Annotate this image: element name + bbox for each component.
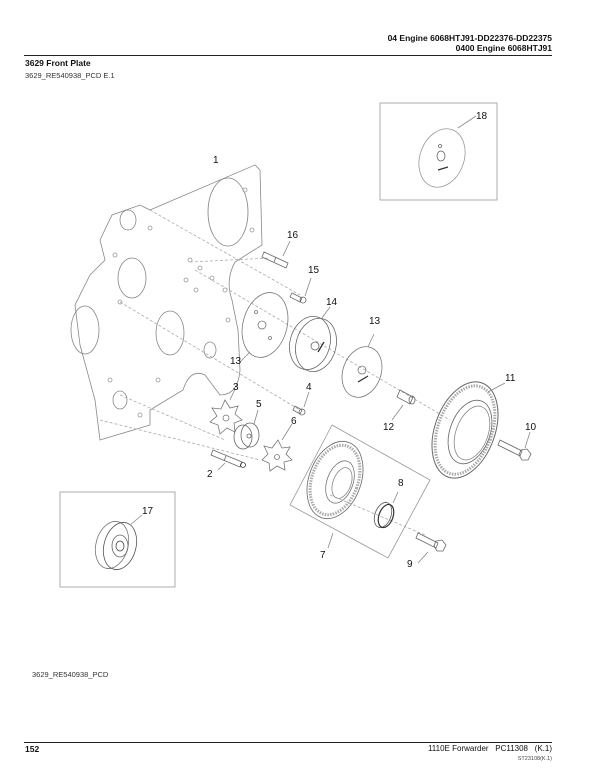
- callout-4: 4: [306, 382, 312, 393]
- bolt-part-9: [415, 532, 447, 564]
- callout-10: 10: [525, 422, 537, 433]
- bolt-part-10: [497, 431, 532, 461]
- plate-part-13a: [239, 292, 289, 363]
- callout-17: 17: [142, 506, 154, 517]
- bolt-part-15: [289, 277, 312, 304]
- section-subtitle: 3629_RE540938_PCD E.1: [25, 71, 115, 80]
- header-divider: [24, 55, 552, 56]
- inset-part-18: [379, 102, 498, 201]
- front-plate-part-1: [70, 164, 263, 441]
- callout-9: 9: [407, 559, 413, 570]
- publication-code: ST23108(K.1): [517, 756, 552, 762]
- gear-assembly-part-7: [289, 424, 431, 559]
- callout-18: 18: [476, 111, 488, 122]
- callout-12: 12: [383, 422, 395, 433]
- callout-11: 11: [505, 373, 516, 384]
- callout-labels: 1 2 3 4 5 6 7 8 9 10 11 12 13 13 14 15 1…: [142, 111, 537, 570]
- footer-publication: 1110E Forwarder PC11308 (K.1) ST23108(K.…: [428, 744, 552, 764]
- bolt-part-4: [292, 391, 310, 416]
- callout-14: 14: [326, 297, 338, 308]
- callout-1: 1: [213, 155, 219, 166]
- header-line-1: 04 Engine 6068HTJ91-DD22376-DD22375: [387, 33, 552, 43]
- plate-part-13b: [341, 333, 383, 398]
- spacer-part-5: [233, 409, 260, 450]
- shaft-part-2: [210, 449, 246, 471]
- callout-5: 5: [256, 399, 262, 410]
- section-title: 3629 Front Plate: [25, 58, 91, 68]
- inset-part-17: [59, 491, 176, 588]
- pin-part-12: [391, 389, 416, 421]
- sprocket-part-6: [261, 423, 293, 472]
- footer-divider: [24, 742, 552, 743]
- page-header: 04 Engine 6068HTJ91-DD22376-DD22375 0400…: [388, 33, 552, 53]
- page-number: 152: [25, 744, 40, 754]
- callout-15: 15: [308, 265, 320, 276]
- callout-16: 16: [287, 230, 299, 241]
- callout-8: 8: [398, 478, 404, 489]
- callout-2: 2: [207, 469, 213, 480]
- hub-part-14: [289, 306, 337, 372]
- figure-caption: 3629_RE540938_PCD: [32, 670, 109, 679]
- callout-7: 7: [320, 550, 326, 561]
- callout-3: 3: [233, 382, 239, 393]
- callout-6: 6: [291, 416, 297, 427]
- gear-part-11: [431, 381, 506, 479]
- bushing-part-8: [373, 491, 399, 529]
- publication-id: 1110E Forwarder PC11308 (K.1): [427, 744, 552, 753]
- callout-13b: 13: [369, 316, 381, 327]
- sprocket-part-3: [209, 388, 243, 435]
- header-line-2: 0400 Engine 6068HTJ91: [455, 43, 552, 53]
- stud-part-16: [261, 240, 291, 269]
- callout-13a: 13: [230, 356, 242, 367]
